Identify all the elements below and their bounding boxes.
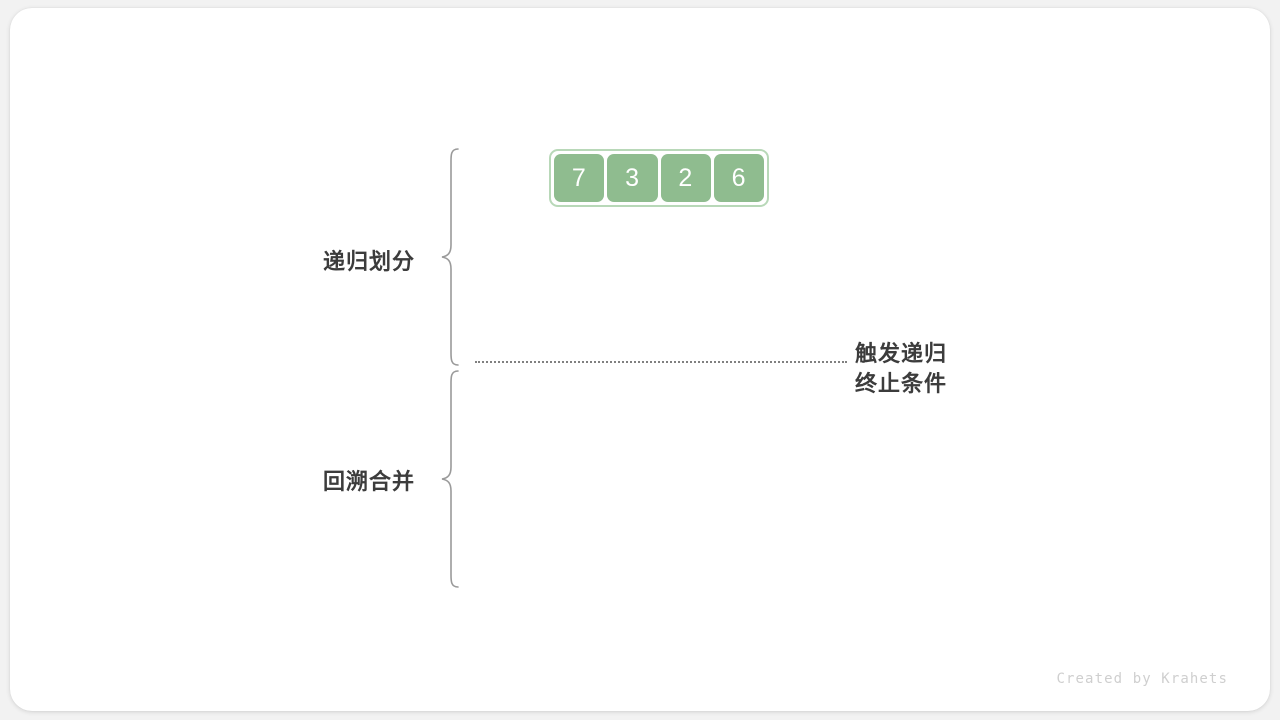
array-container: 7 3 2 6 <box>549 149 769 207</box>
base-case-note: 触发递归 终止条件 <box>855 339 947 399</box>
array-cell: 7 <box>554 154 605 202</box>
array-cell: 6 <box>713 154 764 202</box>
merge-phase-label: 回溯合并 <box>322 469 415 494</box>
divide-phase-label: 递归划分 <box>322 249 415 274</box>
credit-text: Created by Krahets <box>1056 671 1228 687</box>
merge-phase-brace <box>438 367 462 591</box>
figure-card: 7 3 2 6 递归划分 回溯合并 触发递归 终止条件 Created <box>10 8 1270 711</box>
recursion-boundary-dotted-line <box>475 361 847 363</box>
array-cell: 2 <box>660 154 711 202</box>
divide-phase-brace <box>438 145 462 369</box>
base-case-note-line-1: 触发递归 <box>855 341 948 366</box>
base-case-note-line-2: 终止条件 <box>855 371 948 396</box>
array-cell: 3 <box>607 154 658 202</box>
